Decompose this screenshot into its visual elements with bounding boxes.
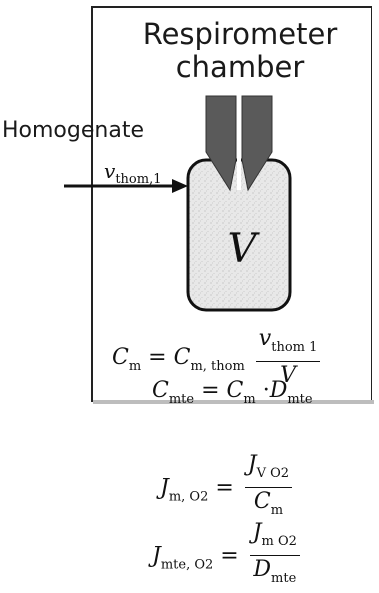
frame-shadow xyxy=(93,400,374,404)
equation-flux-m: Jm, O2 = JV O2 Cm xyxy=(160,452,293,525)
chamber-title: Respirometer chamber xyxy=(112,18,368,84)
flow-symbol: vthom,1 xyxy=(104,159,162,187)
equation-flux-mte: Jmte, O2 = Jm O2 Dmte xyxy=(152,520,300,593)
homogenate-label: Homogenate xyxy=(2,118,144,143)
equation-mte-concentration: Cmte = Cm ·Dmte xyxy=(152,378,313,407)
eq3-fraction: JV O2 Cm xyxy=(244,452,293,525)
equation-concentration: Cm = Cm, thom vthom 1 V xyxy=(112,326,321,390)
eq4-fraction: Jm O2 Dmte xyxy=(249,520,300,593)
eq1-fraction: vthom 1 V xyxy=(255,326,321,390)
volume-symbol: V xyxy=(228,226,261,272)
chamber-title-line2: chamber xyxy=(175,50,305,84)
inflow-arrow xyxy=(64,179,188,193)
chamber-title-line1: Respirometer xyxy=(142,17,338,51)
stopper-icon xyxy=(205,95,273,192)
